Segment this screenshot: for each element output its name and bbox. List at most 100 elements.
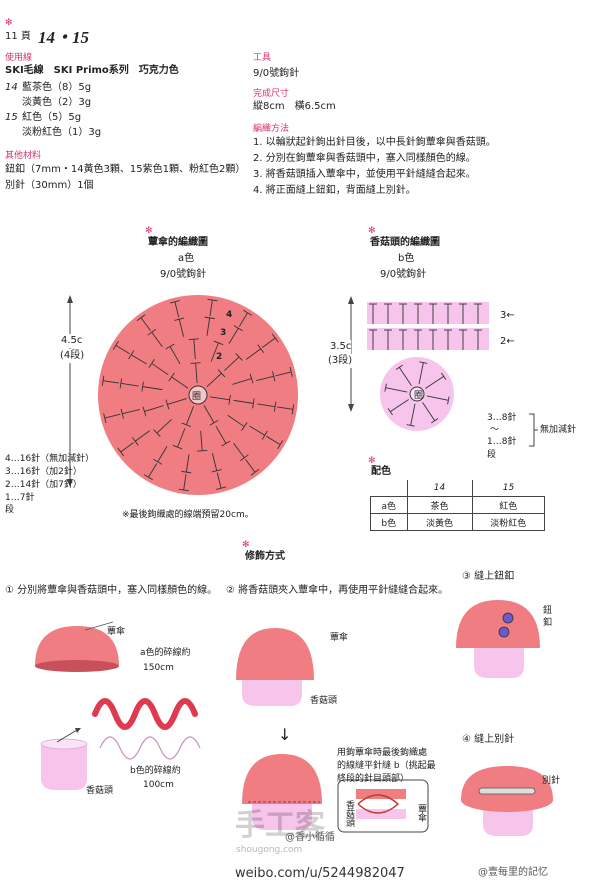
stem-shape <box>474 646 524 678</box>
color-cell: 茶色 <box>406 496 473 514</box>
cap-chart <box>67 295 298 495</box>
star-icon: ✻ <box>242 540 250 550</box>
step2b-cap-label: 蕈傘 <box>416 804 426 822</box>
stem-shape <box>252 804 312 830</box>
watermark-name: @香小循循 <box>285 832 335 843</box>
finishing-title: 修飾方式 <box>245 551 285 562</box>
table-row: b色 淡黃色 淡粉紅色 <box>370 513 545 531</box>
star-icon: ✻ <box>368 226 376 236</box>
arrowhead-icon <box>348 296 354 304</box>
p15-color-a: 紅色（5）5g <box>22 112 82 123</box>
bracket-icon <box>529 413 538 447</box>
method-step-3: 3. 將香菇頭插入蕈傘中，並使用平針縫縫合起來。 <box>253 169 476 180</box>
stem-count-1: 1…8針 <box>487 437 517 447</box>
step2-illustration <box>236 628 314 706</box>
arrowhead-icon <box>75 728 81 733</box>
arrowhead-icon <box>67 295 73 303</box>
tool-value: 9/0號鉤針 <box>253 68 300 79</box>
step2-text-line: ② 將香菇頭夾入蕈傘中，再使用平針縫縫合起來。 <box>226 585 449 596</box>
cap-opening <box>35 660 119 672</box>
table-row: 14 15 <box>370 480 545 497</box>
p14-label: 14 <box>5 82 18 93</box>
step1-len-b: 100cm <box>143 780 174 790</box>
step2-stem-label: 香菇頭 <box>310 696 338 706</box>
p15-label: 15 <box>5 112 18 123</box>
tool-heading: 工具 <box>253 53 272 63</box>
color-table: 14 15 a色 茶色 紅色 b色 淡黃色 淡粉紅色 <box>370 480 545 531</box>
cap-dome <box>461 766 553 800</box>
arrowhead-icon <box>67 479 73 487</box>
cap-height: 4.5c <box>61 334 83 348</box>
stem-count-unit: 段 <box>487 450 497 460</box>
watermark-account: @壹每里的記忆 <box>478 867 548 878</box>
step2b-note-1: 用鉤蕈傘時最後鉤織處 <box>337 748 428 758</box>
stem-hook: 9/0號鉤針 <box>380 269 427 280</box>
stem-rows: (3段) <box>328 354 353 368</box>
cap-note: ※最後鉤織處的線端預留20cm。 <box>122 510 254 520</box>
cap-diagram-title: 蕈傘的編織圖 <box>148 237 208 248</box>
step3-text-line: ③ 縫上鈕釦 <box>462 571 515 582</box>
color-cell: 淡黃色 <box>406 513 473 531</box>
arrow-down-icon: ↓ <box>278 725 292 744</box>
row-mark-3: 3 <box>220 328 227 338</box>
stem-count-tilde: ～ <box>490 425 500 435</box>
step4-illustration <box>461 766 553 836</box>
step1-cap-label: 蕈傘 <box>107 627 126 637</box>
step1-len-a: 150cm <box>143 663 174 673</box>
stem-cup <box>41 744 87 790</box>
step1-yarn-b: b色的碎線約 <box>130 766 181 776</box>
stem-count-3: 3…8針 <box>487 413 517 423</box>
step4-pin-label: 別針 <box>542 776 561 786</box>
stem-cup-opening <box>40 738 88 750</box>
method-step-1: 1. 以輪狀起針鉤出針目後，以中長針鉤蕈傘與香菇頭。 <box>253 137 496 148</box>
cap-dome <box>236 628 314 680</box>
step3-button-label-1: 鈕 <box>543 606 553 616</box>
other-material-1: 鈕釦（7mm・14黃色3顆、15紫色1顆、粉紅色2顆） <box>5 164 246 175</box>
stem-center-label: 圈 <box>414 391 424 401</box>
step1-text-line: ① 分別將蕈傘與香菇頭中，塞入同樣顏色的線。 <box>5 585 218 596</box>
color-col-14: 14 <box>406 480 473 497</box>
step2b-illustration <box>242 754 429 833</box>
cap-count-4: 4…16針（無加減針） <box>5 454 95 464</box>
color-col-15: 15 <box>471 480 545 497</box>
button-icon <box>498 626 510 638</box>
detail-stitch-loop <box>357 794 400 814</box>
step2-cap-label: 蕈傘 <box>330 633 349 643</box>
method-step-4: 4. 將正面縫上鈕釦，背面縫上別針。 <box>253 185 416 196</box>
star-icon: ✻ <box>145 226 153 236</box>
stem-diagram-title: 香菇頭的編織圖 <box>370 237 440 248</box>
cap-stitch-marks <box>101 298 295 492</box>
stem-row-arrow-3: 3← <box>500 310 515 321</box>
star-icon: ✻ <box>5 18 13 28</box>
stem-height: 3.5c <box>330 340 352 354</box>
safety-pin-icon <box>478 787 536 795</box>
step3-button-label-2: 釦 <box>543 618 553 628</box>
stem-base-stitch-marks <box>384 361 450 427</box>
color-cell: 紅色 <box>471 496 545 514</box>
row-mark-2: 2 <box>216 352 223 362</box>
page-title: 14・15 <box>38 28 89 47</box>
watermark-site: shougong.com <box>236 845 303 855</box>
stem-chart <box>348 296 489 431</box>
cap-center-ring <box>188 385 208 405</box>
step2b-note-2: 的線縫平針縫 b（挑起最 <box>337 761 436 771</box>
step3-illustration <box>456 600 540 678</box>
table-row: a色 茶色 紅色 <box>370 496 545 514</box>
stem-stitch-marks <box>369 303 482 350</box>
stem-row-arrow-2: 2← <box>500 336 515 347</box>
cap-dome <box>456 600 540 648</box>
step4-text-line: ④ 縫上別針 <box>462 734 515 745</box>
step2b-stem-label: 香菇頭 <box>344 800 354 827</box>
page-prefix: 11 頁 <box>5 31 31 42</box>
stem-center-ring <box>409 386 425 402</box>
color-row-label: b色 <box>370 513 408 531</box>
p14-color-b: 淡黃色（2）3g <box>22 97 92 108</box>
star-icon: ✻ <box>368 456 376 466</box>
cap-count-unit: 段 <box>5 505 15 515</box>
p14-color-a: 藍茶色（8）5g <box>22 82 92 93</box>
step1-yarn-a: a色的碎線約 <box>140 648 191 658</box>
yarn-a-squiggle <box>92 698 198 730</box>
size-value: 縱8cm 橫6.5cm <box>253 101 336 112</box>
step1-illustration <box>35 621 203 790</box>
cap-count-2: 2…14針（加7針） <box>5 480 82 490</box>
